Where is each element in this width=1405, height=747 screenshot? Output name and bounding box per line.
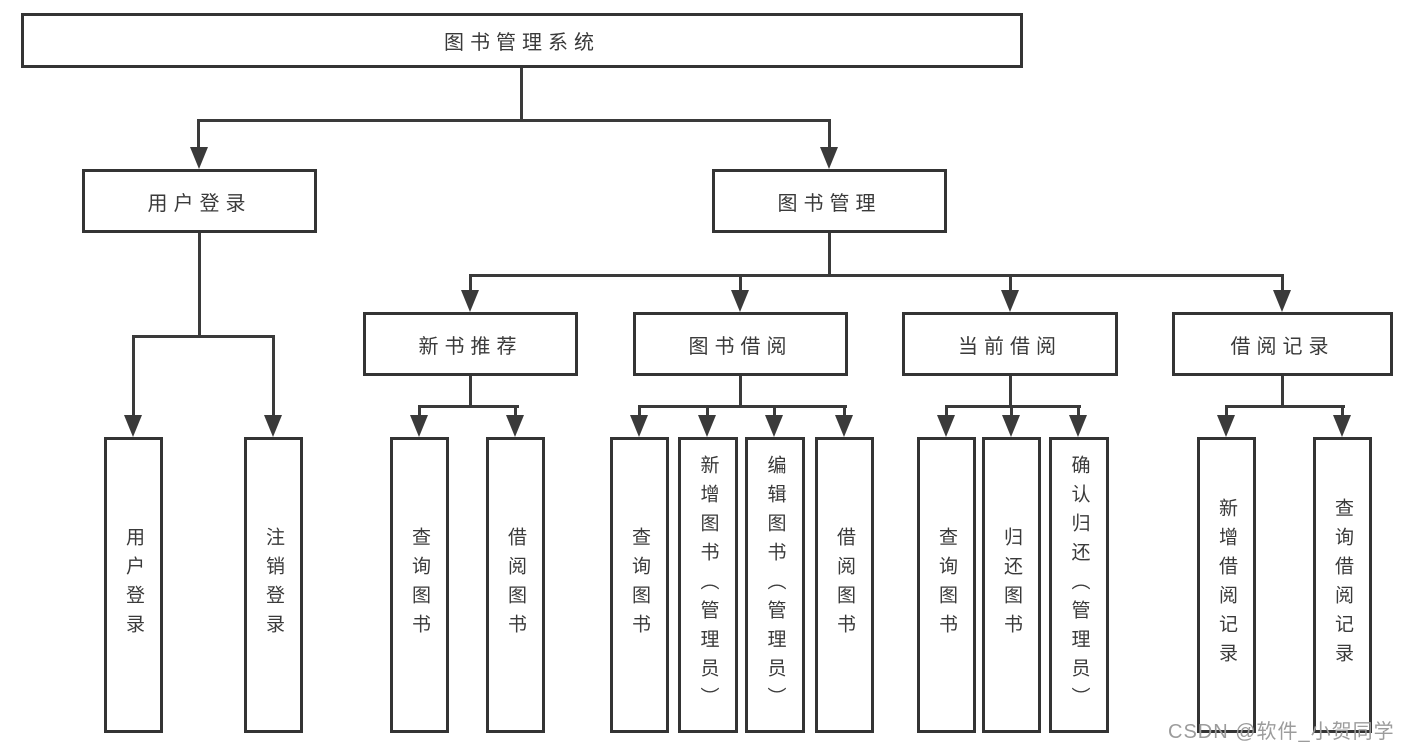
arrow-down-icon bbox=[1002, 415, 1020, 437]
connector-line bbox=[418, 405, 519, 408]
connector-line bbox=[773, 405, 776, 417]
arrow-down-icon bbox=[820, 147, 838, 169]
connector-line bbox=[1009, 376, 1012, 408]
arrow-down-icon bbox=[1069, 415, 1087, 437]
connector-line bbox=[469, 376, 472, 408]
connector-line bbox=[1341, 405, 1344, 417]
leaf-query-books-recommend: 查询图书 bbox=[390, 437, 449, 733]
node-new-book-recommendation: 新书推荐 bbox=[363, 312, 578, 376]
arrow-down-icon bbox=[1273, 290, 1291, 312]
connector-line bbox=[1225, 405, 1228, 417]
arrow-down-icon bbox=[698, 415, 716, 437]
leaf-borrow-books-borrowing: 借阅图书 bbox=[815, 437, 874, 733]
connector-line bbox=[1225, 405, 1345, 408]
connector-line bbox=[1281, 376, 1284, 408]
connector-line bbox=[828, 119, 831, 150]
leaf-add-borrow-record: 新增借阅记录 bbox=[1197, 437, 1256, 733]
arrow-down-icon bbox=[124, 415, 142, 437]
arrow-down-icon bbox=[264, 415, 282, 437]
connector-line bbox=[469, 274, 1284, 277]
leaf-return-books: 归还图书 bbox=[982, 437, 1041, 733]
arrow-down-icon bbox=[1217, 415, 1235, 437]
node-user-login: 用户登录 bbox=[82, 169, 317, 233]
arrow-down-icon bbox=[731, 290, 749, 312]
connector-line bbox=[132, 335, 135, 417]
leaf-query-borrow-record: 查询借阅记录 bbox=[1313, 437, 1372, 733]
arrow-down-icon bbox=[190, 147, 208, 169]
connector-line bbox=[418, 405, 421, 417]
connector-line bbox=[1077, 405, 1080, 417]
leaf-borrow-books-recommend: 借阅图书 bbox=[486, 437, 545, 733]
node-library-system: 图书管理系统 bbox=[21, 13, 1023, 68]
csdn-watermark: CSDN @软件_小贺同学 bbox=[1168, 721, 1395, 743]
node-book-management: 图书管理 bbox=[712, 169, 947, 233]
arrow-down-icon bbox=[937, 415, 955, 437]
leaf-edit-books-admin: 编辑图书（管理员） bbox=[745, 437, 805, 733]
connector-line bbox=[945, 405, 1081, 408]
connector-line bbox=[638, 405, 641, 417]
connector-line bbox=[739, 274, 742, 292]
connector-line bbox=[638, 405, 847, 408]
leaf-confirm-return-admin: 确认归还（管理员） bbox=[1049, 437, 1109, 733]
arrow-down-icon bbox=[765, 415, 783, 437]
arrow-down-icon bbox=[1001, 290, 1019, 312]
connector-line bbox=[132, 335, 275, 338]
node-book-borrowing: 图书借阅 bbox=[633, 312, 848, 376]
connector-line bbox=[272, 335, 275, 417]
arrow-down-icon bbox=[630, 415, 648, 437]
connector-line bbox=[197, 119, 200, 150]
connector-line bbox=[739, 376, 742, 408]
node-borrowing-records: 借阅记录 bbox=[1172, 312, 1393, 376]
leaf-query-books-current: 查询图书 bbox=[917, 437, 976, 733]
connector-line bbox=[706, 405, 709, 417]
connector-line bbox=[828, 233, 831, 277]
connector-line bbox=[198, 233, 201, 338]
arrow-down-icon bbox=[506, 415, 524, 437]
connector-line bbox=[514, 405, 517, 417]
leaf-user-login: 用户登录 bbox=[104, 437, 163, 733]
arrow-down-icon bbox=[461, 290, 479, 312]
connector-line bbox=[469, 274, 472, 292]
connector-line bbox=[1009, 274, 1012, 292]
leaf-logout: 注销登录 bbox=[244, 437, 303, 733]
connector-line bbox=[198, 119, 831, 122]
arrow-down-icon bbox=[1333, 415, 1351, 437]
connector-line bbox=[1010, 405, 1013, 417]
connector-line bbox=[945, 405, 948, 417]
connector-line bbox=[1281, 274, 1284, 292]
leaf-add-books-admin: 新增图书（管理员） bbox=[678, 437, 738, 733]
arrow-down-icon bbox=[410, 415, 428, 437]
node-current-borrowing: 当前借阅 bbox=[902, 312, 1118, 376]
leaf-query-books-borrowing: 查询图书 bbox=[610, 437, 669, 733]
connector-line bbox=[843, 405, 846, 417]
connector-line bbox=[520, 68, 523, 122]
arrow-down-icon bbox=[835, 415, 853, 437]
